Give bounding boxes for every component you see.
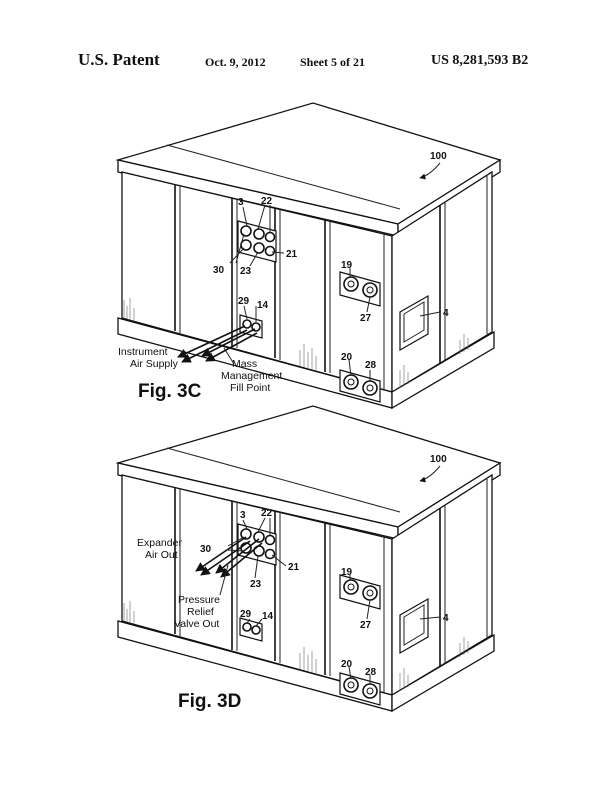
- ref-3-d: 3: [240, 510, 246, 521]
- ref-27-c: 27: [360, 313, 372, 324]
- ref-14-d: 14: [262, 611, 274, 622]
- ref-27-d: 27: [360, 620, 372, 631]
- ref-19-c: 19: [341, 260, 353, 271]
- patent-title: U.S. Patent: [78, 50, 160, 69]
- ref-20-c: 20: [341, 352, 353, 363]
- ref-23-c: 23: [240, 266, 252, 277]
- ref-3-c: 3: [238, 197, 244, 208]
- ref-30-d: 30: [200, 544, 212, 555]
- ref-21-c: 21: [286, 249, 298, 260]
- caption-fig-3c: Fig. 3C: [138, 381, 202, 402]
- ref-20-d: 20: [341, 659, 353, 670]
- label-mass-line2: Management: [221, 370, 282, 382]
- ref-22-d: 22: [261, 508, 273, 519]
- ref-22-c: 22: [261, 196, 273, 207]
- label-pressure-line3: Valve Out: [174, 618, 219, 630]
- patent-number: US 8,281,593 B2: [431, 53, 529, 68]
- patent-date: Oct. 9, 2012: [205, 55, 266, 69]
- label-pressure-line2: Relief: [187, 606, 214, 618]
- figure-3c: 100 3 22 30 23 21 19 27 4 29 14 20 28 In…: [117, 102, 501, 409]
- label-mass-line3: Fill Point: [230, 382, 270, 394]
- sheet-number: Sheet 5 of 21: [300, 55, 365, 69]
- label-instrument-line2: Air Supply: [130, 358, 179, 370]
- caption-fig-3d: Fig. 3D: [178, 691, 241, 712]
- ref-28-d: 28: [365, 667, 377, 678]
- label-pressure-line1: Pressure: [178, 594, 220, 606]
- ref-21-d: 21: [288, 562, 300, 573]
- ref-100-d: 100: [430, 454, 447, 465]
- ref-4-c: 4: [443, 308, 449, 319]
- ref-19-d: 19: [341, 567, 353, 578]
- ref-30-c: 30: [213, 265, 225, 276]
- ref-29-c: 29: [238, 296, 250, 307]
- ref-28-c: 28: [365, 360, 377, 371]
- label-expander-line1: Expander: [137, 537, 182, 549]
- label-instrument-line1: Instrument: [118, 346, 168, 358]
- figure-3d: 100 3 22 30 23 21 19 27 4 29 14 20 28 Ex…: [117, 405, 501, 712]
- label-mass-line1: Mass: [232, 358, 257, 370]
- ref-4-d: 4: [443, 613, 449, 624]
- ref-100-c: 100: [430, 151, 447, 162]
- ref-29-d: 29: [240, 609, 252, 620]
- ref-23-d: 23: [250, 579, 262, 590]
- label-expander-line2: Air Out: [145, 549, 178, 561]
- ref-14-c: 14: [257, 300, 269, 311]
